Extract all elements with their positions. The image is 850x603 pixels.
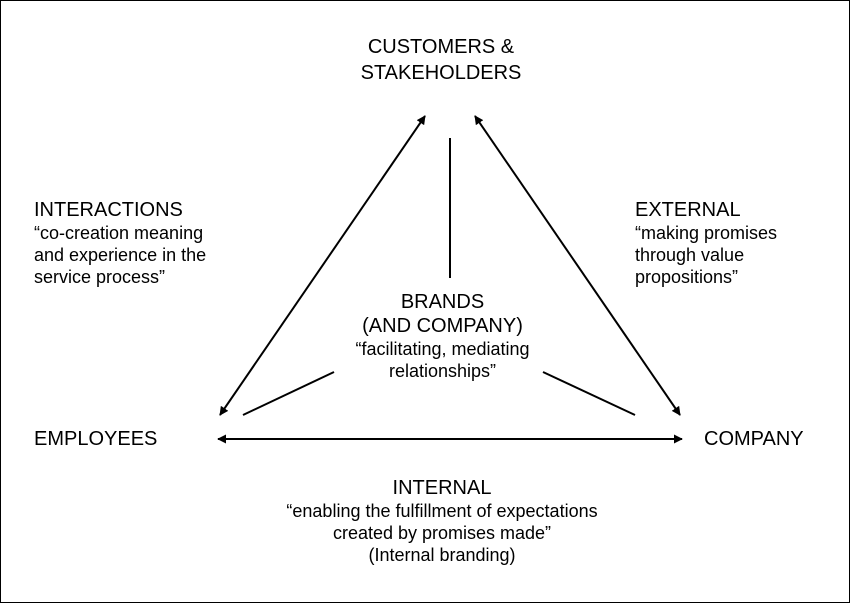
external-desc-line-1: “making promises — [635, 223, 778, 243]
customers-stakeholders-node: CUSTOMERS & STAKEHOLDERS — [330, 34, 552, 86]
external-desc-line-3: propositions” — [635, 267, 739, 287]
internal-desc-line-3: (Internal branding) — [368, 545, 516, 565]
external-arrow — [474, 115, 681, 416]
external-desc-line-2: through value — [635, 245, 745, 265]
interactions-desc-line-2: and experience in the — [34, 245, 207, 265]
interactions-desc-line-1: “co-creation meaning — [34, 223, 204, 243]
internal-desc-line-1: “enabling the fulfillment of expectation… — [286, 501, 598, 521]
brands-desc-line-2: relationships” — [388, 361, 497, 381]
brands-center-block: BRANDS (AND COMPANY) “facilitating, medi… — [320, 290, 565, 382]
customers-label: CUSTOMERS & — [367, 36, 515, 58]
brands-desc-line-1: “facilitating, mediating — [355, 339, 530, 359]
and-company-title: (AND COMPANY) — [362, 315, 523, 337]
external-title: EXTERNAL — [635, 199, 741, 221]
interactions-block: INTERACTIONS “co-creation meaning and ex… — [34, 198, 206, 288]
company-node: COMPANY — [704, 428, 804, 450]
brands-to-company-line — [542, 371, 636, 416]
brands-to-employees-line — [242, 371, 335, 416]
internal-title: INTERNAL — [392, 477, 492, 499]
employees-node: EMPLOYEES — [34, 428, 158, 450]
stakeholders-label: STAKEHOLDERS — [360, 62, 522, 84]
interactions-arrow — [219, 115, 426, 416]
internal-desc-line-2: created by promises made” — [332, 523, 552, 543]
interactions-title: INTERACTIONS — [34, 199, 183, 221]
brands-title: BRANDS — [400, 291, 485, 313]
external-block: EXTERNAL “making promises through value … — [635, 198, 777, 288]
interactions-desc-line-3: service process” — [34, 267, 166, 287]
internal-block: INTERNAL “enabling the fulfillment of ex… — [230, 476, 654, 566]
